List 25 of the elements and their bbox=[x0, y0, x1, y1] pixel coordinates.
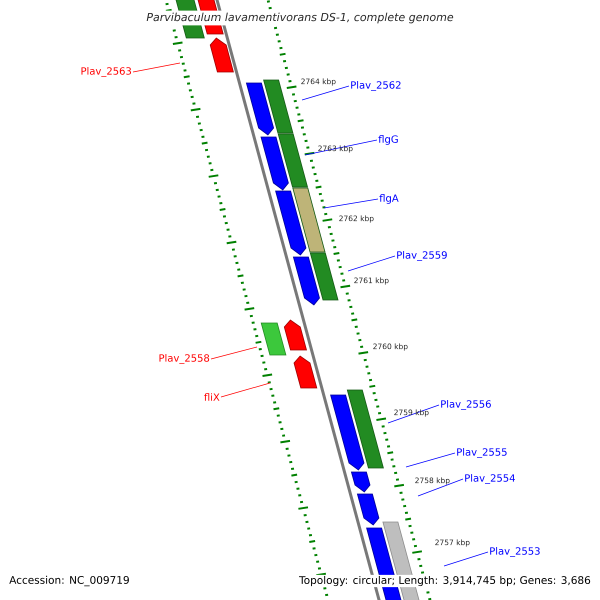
accession-text: Accession: NC_009719 bbox=[7, 574, 132, 588]
gene-label: Plav_2555 bbox=[457, 448, 507, 458]
leader-line bbox=[220, 382, 270, 398]
gene-label: Plav_2563 bbox=[81, 67, 131, 77]
gene-label: flgG bbox=[378, 135, 398, 145]
leader-line bbox=[348, 256, 396, 272]
gene-label: Plav_2556 bbox=[441, 400, 491, 410]
gene-label: Plav_2553 bbox=[490, 547, 540, 557]
leader-line bbox=[324, 198, 378, 208]
leader-line bbox=[304, 140, 378, 156]
leader-line bbox=[406, 452, 456, 468]
gene-label: Plav_2558 bbox=[159, 354, 210, 364]
leader-line bbox=[444, 552, 488, 566]
leader-line bbox=[132, 62, 180, 72]
title: Parvibaculum lavamentivorans DS-1, complete genome bbox=[144, 10, 456, 26]
gene-label: fliX bbox=[204, 393, 220, 401]
gene-label: Plav_2554 bbox=[465, 474, 515, 484]
leader-line bbox=[302, 86, 350, 100]
gene-label: Plav_2562 bbox=[351, 81, 400, 91]
leader-line bbox=[418, 478, 464, 496]
gene-label: flgA bbox=[379, 194, 399, 204]
gene-label: Plav_2559 bbox=[397, 251, 447, 261]
leader-line bbox=[210, 346, 258, 360]
leader-line bbox=[388, 404, 440, 424]
genome-info-text: Topology: circular; Length: 3,914,745 bp; Genes: 3,686 bbox=[298, 574, 592, 588]
